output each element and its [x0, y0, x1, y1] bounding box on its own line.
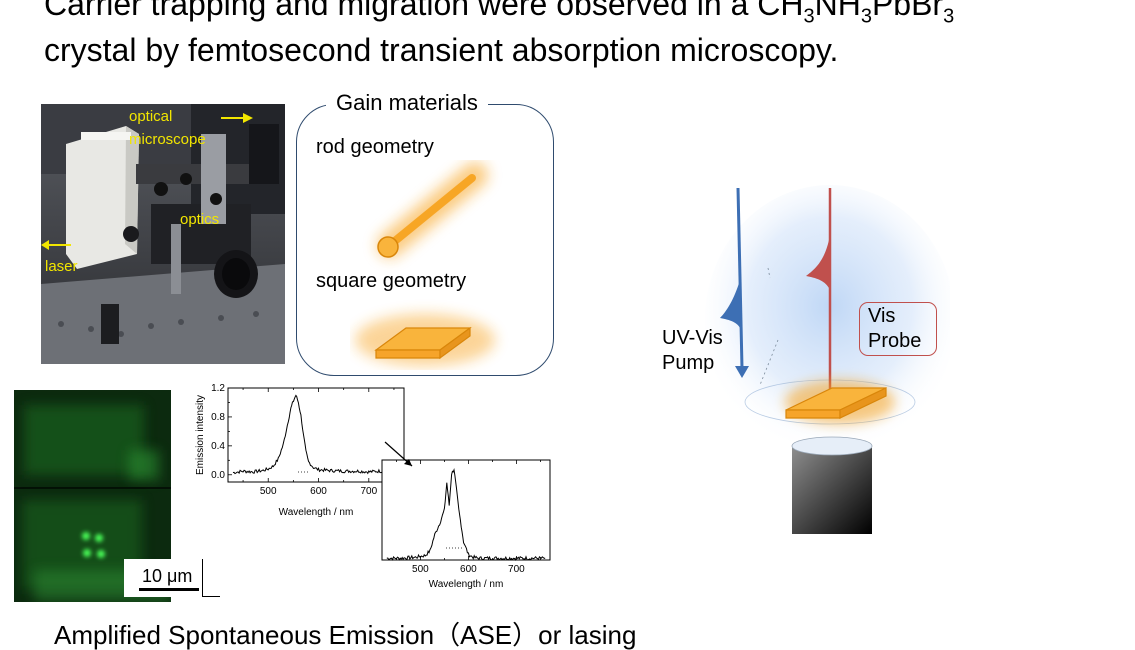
main-spectrum-line — [232, 394, 399, 475]
inset-xtick-label: 500 — [412, 564, 429, 575]
main-xtick-label: 700 — [360, 486, 377, 497]
square-shape-side — [439, 326, 471, 360]
fluorescence-micrograph — [14, 390, 171, 602]
scale-box-corner — [202, 559, 220, 597]
photo-label-optical: optical — [129, 108, 172, 125]
main-ytick-label: 1.2 — [211, 383, 225, 394]
probe-pulse — [806, 240, 829, 288]
pump-pulse — [720, 280, 741, 330]
photo-label-laser: laser — [45, 258, 78, 275]
main-xlabel: Wavelength / nm — [279, 507, 354, 518]
photo-label-optics: optics — [180, 211, 219, 228]
photo-label-microscope: microscope — [129, 131, 206, 148]
gain-geometry-illustrations — [355, 162, 495, 366]
inset-xtick-label: 700 — [508, 564, 525, 575]
main-ytick-label: 0.8 — [211, 412, 225, 423]
main-plot-frame — [227, 387, 405, 483]
main-ylabel: Emission intensity — [195, 395, 206, 475]
setup-diagram — [705, 185, 950, 534]
slide-title-line2: crystal by femtosecond transient absorpt… — [44, 32, 839, 68]
main-ytick-label: 0.0 — [211, 470, 225, 481]
inset-xtick-label: 600 — [460, 564, 477, 575]
inset-spectrum-line — [386, 468, 546, 561]
rod-end-icon — [377, 236, 399, 258]
main-xtick-label: 600 — [310, 486, 327, 497]
scale-bar-label: 10 μm — [142, 566, 193, 586]
rod-shape — [386, 174, 476, 249]
square-shape-front — [375, 349, 441, 359]
scale-bar — [139, 588, 199, 591]
square-geometry-label: square geometry — [316, 270, 467, 292]
lab-setup-photo: optical microscope optics laser — [41, 104, 285, 364]
objective-lens — [792, 448, 872, 534]
emission-spectra: 0.0 0.4 0.8 1.2 500 600 700 Emission intensit… — [195, 383, 551, 590]
gain-materials-title: Gain materials — [326, 88, 488, 118]
footer-caption: Amplified Spontaneous Emission（ASE）or la… — [54, 620, 637, 650]
slide-title-line1: Carrier trapping and migration were obse… — [44, 0, 955, 28]
rod-geometry-label: rod geometry — [316, 136, 434, 158]
inset-xlabel: Wavelength / nm — [429, 579, 504, 590]
pump-beam — [736, 187, 744, 369]
main-ytick-label: 0.4 — [211, 441, 225, 452]
pump-arrow-icon — [735, 366, 749, 378]
main-xtick-label: 500 — [260, 486, 277, 497]
inset-plot-frame — [381, 459, 551, 561]
